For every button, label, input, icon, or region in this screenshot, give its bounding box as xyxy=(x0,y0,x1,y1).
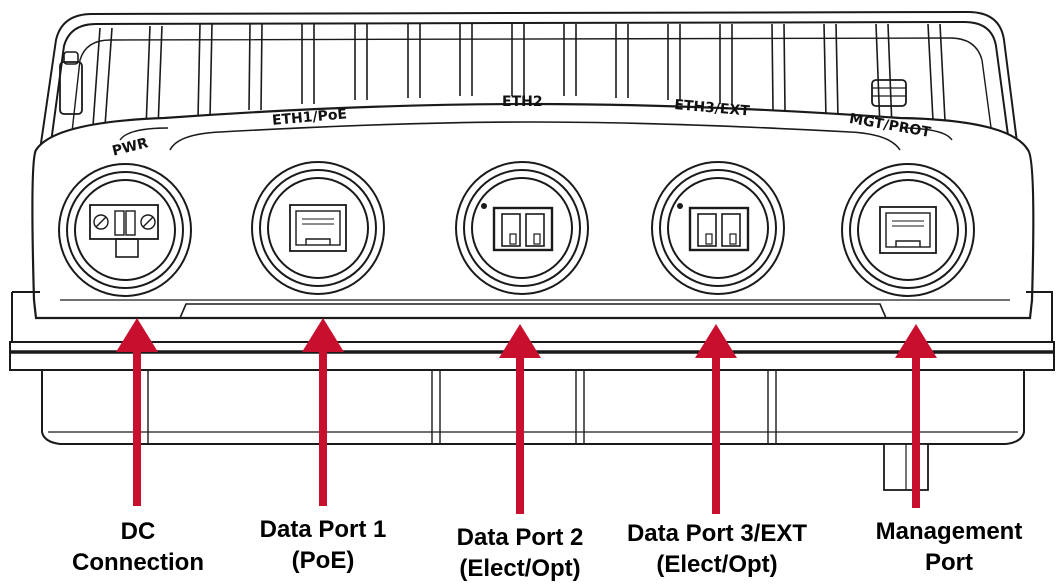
port-eth2 xyxy=(455,161,589,295)
arrow-mgmt-icon xyxy=(895,324,937,508)
callout-data1-line1: Data Port 1 xyxy=(259,516,387,543)
port-eth1 xyxy=(251,161,385,295)
callout-mgmt-line1: Management xyxy=(875,518,1023,545)
port-mgt xyxy=(841,163,975,297)
housing-bottom xyxy=(9,291,1055,491)
housing-top xyxy=(39,10,1019,151)
port-pwr xyxy=(58,163,192,297)
port-eth3 xyxy=(651,161,785,295)
callout-dc-connection: DC Connection xyxy=(38,516,238,578)
engraving-eth2: ETH2 xyxy=(502,94,543,110)
callout-dc-line1: DC xyxy=(120,518,156,545)
callout-arrows xyxy=(116,318,937,514)
callout-management-port: Management Port xyxy=(846,516,1052,578)
callout-data3-line2: (Elect/Opt) xyxy=(656,551,778,578)
callout-mgmt-line2: Port xyxy=(925,549,973,576)
sfp-cage-icon xyxy=(492,206,554,252)
callout-dc-line2: Connection xyxy=(72,549,204,576)
arrow-data3-icon xyxy=(695,324,737,514)
arrow-dc-icon xyxy=(116,318,158,506)
callout-data3-line1: Data Port 3/EXT xyxy=(626,520,808,547)
callout-data2-line2: (Elect/Opt) xyxy=(459,555,581,582)
callout-data2-line1: Data Port 2 xyxy=(456,524,584,551)
callout-data-port-1: Data Port 1 (PoE) xyxy=(218,514,428,576)
arrow-data1-icon xyxy=(302,318,344,506)
callout-data1-line2: (PoE) xyxy=(291,547,355,574)
engraving-eth1: ETH1/PoE xyxy=(271,106,347,128)
rj45-jack-icon xyxy=(879,206,937,254)
rj45-jack-icon xyxy=(289,204,347,252)
callout-data-port-2: Data Port 2 (Elect/Opt) xyxy=(418,522,622,584)
sfp-cage-icon xyxy=(688,206,750,252)
engraving-eth3: ETH3/EXT xyxy=(674,97,751,120)
arrow-data2-icon xyxy=(499,324,541,514)
callout-data-port-3: Data Port 3/EXT (Elect/Opt) xyxy=(602,518,832,580)
